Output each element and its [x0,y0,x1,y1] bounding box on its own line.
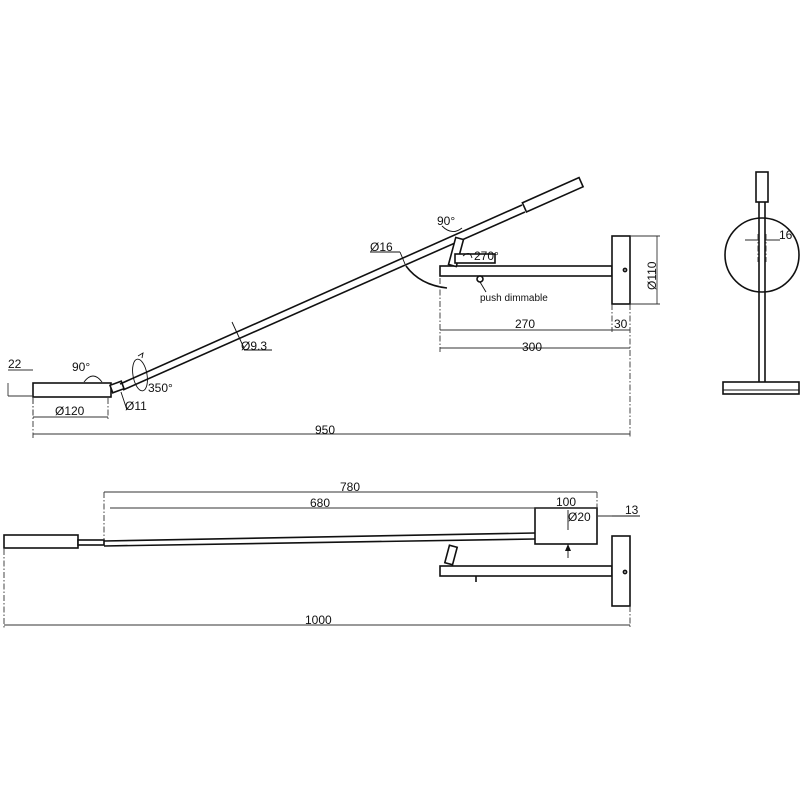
rotation-350-label: 350° [148,381,173,395]
lamp-head-front [755,171,769,203]
wall-plate-top [611,535,631,607]
dim-diameter-20: Ø20 [568,510,591,524]
dim-1000: 1000 [305,613,332,627]
dim-arm-diameter: Ø16 [370,240,393,254]
dim-680: 680 [310,496,330,510]
wall-arm [439,265,613,277]
base-plate [32,382,112,398]
arm-joint [447,236,465,268]
top-view: 780 680 100 Ø20 13 1000 [3,480,640,628]
side-view: 22 90° Ø120 Ø11 350° Ø9.3 Ø16 90° 270° p… [7,176,660,438]
lamp-head-top [3,534,79,549]
dim-780: 780 [340,480,360,494]
dim-base-height: 22 [8,357,22,371]
dim-300: 300 [522,340,542,354]
rotation-ring [132,358,148,392]
dim-30: 30 [614,317,628,331]
dim-950: 950 [315,423,335,437]
switch-note: push dimmable [480,293,548,304]
base-front [722,381,800,395]
main-rod [119,204,526,391]
counterweight [534,507,598,545]
base-angle-label: 90° [72,360,90,374]
dim-16: 16 [779,228,793,242]
dim-joint-diameter: Ø11 [125,399,147,413]
rotation-270-label: 270° [474,249,499,263]
dim-plate-diameter: Ø110 [645,261,659,290]
wall-plate-front [724,217,800,293]
top-angle-label: 90° [437,214,455,228]
front-view: 16 [722,171,800,395]
wall-plate [611,235,631,305]
dim-100: 100 [556,495,576,509]
lamp-head-side [521,176,585,214]
dim-270: 270 [515,317,535,331]
dim-rod-diameter: Ø9.3 [241,339,267,353]
cable [405,265,448,289]
wall-arm-top [439,565,613,577]
push-switch [476,275,484,283]
dim-13: 13 [625,503,639,517]
dim-base-diameter: Ø120 [55,404,85,418]
